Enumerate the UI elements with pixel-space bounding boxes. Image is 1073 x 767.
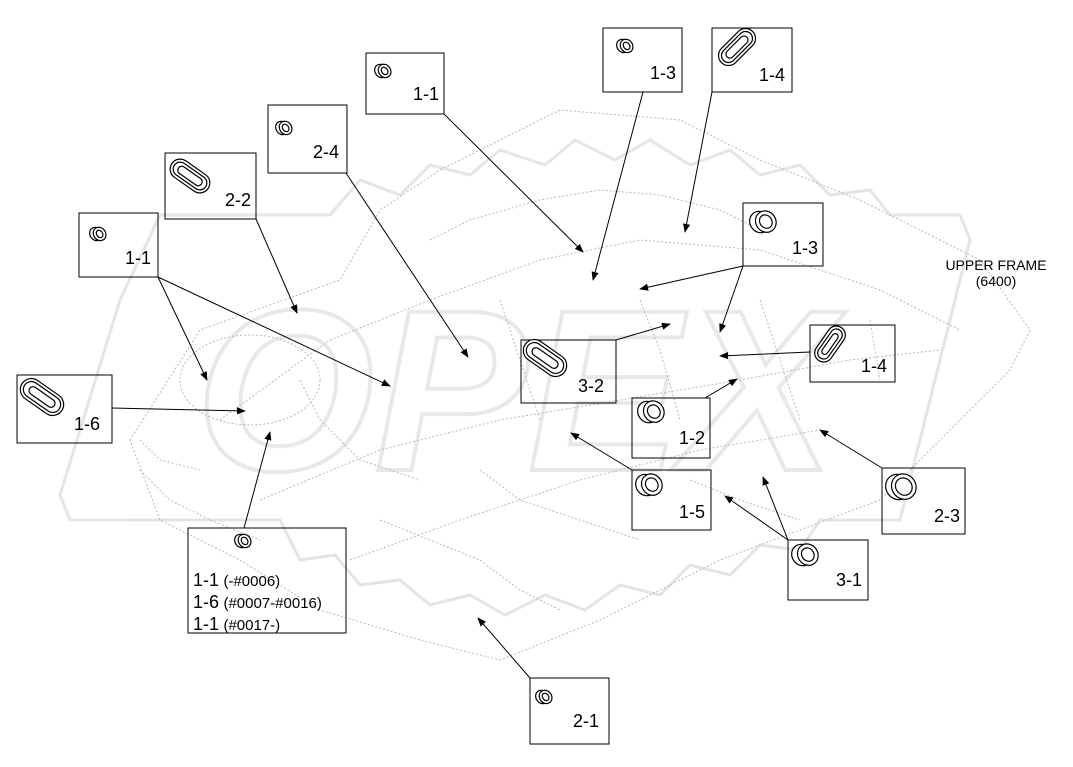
callout-label-3-1: 3-1 [836,570,863,590]
leader-1-4-right [719,351,811,360]
small-grommet-icon [535,689,553,705]
watermark-gear-outline [58,138,972,617]
leader-1-1-left-b [157,276,391,387]
box-1-3-top [602,27,683,93]
box-1-4-top [711,27,793,93]
leader-1-3-right-b [719,265,744,333]
box-3-2 [520,339,617,404]
box-2-2 [164,152,257,220]
leader-1-3-right-a [639,265,744,291]
serial-range-line: 1-1 (#0017-) [193,614,322,636]
watermark: OPEX [58,138,972,617]
box-1-1-left [78,212,159,278]
callout-label-1-5: 1-5 [679,502,706,522]
box-1-3-right [742,202,824,267]
callout-label-1-1-top: 1-1 [413,84,440,104]
box-1-2 [631,397,711,459]
box-serial [187,527,347,634]
leader-2-2 [255,218,298,314]
leader-lines [111,91,883,679]
oval-grommet-icon [522,338,568,378]
frame-inner-1 [219,239,961,421]
upper-frame-label: UPPER FRAME (6400) [934,257,1058,289]
upper-frame-sketch [129,109,1031,661]
medium-grommet-icon [635,473,663,497]
callout-label-1-1-left: 1-1 [125,248,152,268]
leader-1-6 [111,407,246,415]
small-grommet-icon [616,38,634,54]
callout-label-1-2: 1-2 [679,428,706,448]
box-2-1 [529,677,610,745]
leader-3-2 [615,322,671,341]
frame-inner-5 [299,299,881,481]
frame-inner-4 [429,189,761,241]
leader-3-1-b [724,495,789,541]
callout-boxes [16,27,966,745]
oval-grommet-icon [169,158,211,194]
small-grommet-icon [89,226,107,242]
callout-label-2-2: 2-2 [225,190,252,210]
box-1-1-top [365,52,445,115]
box-2-4 [267,104,348,174]
serial-range: (#0017-) [223,617,281,634]
serial-part-code: 1-1 [193,570,220,590]
serial-range-list: 1-1 (-#0006) 1-6 (#0007-#0016) 1-1 (#001… [193,570,322,636]
callout-label-1-4-right: 1-4 [861,356,888,376]
frame-swing-ring [179,334,321,426]
leader-2-4 [345,172,469,358]
upper-frame-title: UPPER FRAME [945,257,1047,273]
medium-grommet-icon [749,210,777,234]
serial-range: (#0007-#0016) [223,595,322,612]
callout-label-1-3-right: 1-3 [792,238,819,258]
medium-grommet-icon [637,400,665,424]
medium-grommet-icon [791,543,819,567]
callout-label-1-3-top: 1-3 [650,63,677,83]
leader-1-5 [570,432,633,471]
leader-1-1-left-a [157,276,208,381]
frame-inner-2 [259,349,941,501]
small-grommet-icon [374,63,392,79]
small-grommet-icon [275,120,293,136]
leader-3-1-a [762,476,789,541]
serial-range: (-#0006) [223,573,281,590]
frame-inner-6 [139,439,261,541]
callout-label-2-1: 2-1 [573,711,600,731]
leader-1-4-top [682,91,713,233]
serial-part-code: 1-1 [193,614,220,634]
callout-label-1-4-top: 1-4 [759,65,786,85]
leader-1-3-top [591,91,644,281]
frame-inner-8 [379,519,561,611]
leader-1-2 [704,378,738,399]
callout-label-2-4: 2-4 [313,142,340,162]
frame-inner-7 [479,469,801,541]
leader-2-3 [819,429,883,469]
box-1-6 [16,374,113,444]
serial-range-line: 1-1 (-#0006) [193,570,322,592]
serial-part-code: 1-6 [193,592,220,612]
callout-label-3-2: 3-2 [578,376,605,396]
oval-grommet-icon [717,27,757,67]
part-icons [19,27,917,705]
oval-grommet-icon [19,377,65,417]
box-2-3 [881,467,966,535]
serial-range-line: 1-6 (#0007-#0016) [193,592,322,614]
leader-2-1 [477,617,531,679]
medium-grommet-icon [885,473,917,501]
upper-frame-code: (6400) [975,273,1017,289]
box-1-4-right [809,324,896,383]
leader-1-1-top [443,113,584,253]
callout-label-2-3: 2-3 [934,506,961,526]
oval-grommet-icon [814,325,846,363]
small-grommet-icon [234,533,252,549]
leader-serial [243,431,272,529]
box-3-1 [787,539,869,601]
callout-label-1-6: 1-6 [74,414,101,434]
box-1-5 [631,469,712,531]
